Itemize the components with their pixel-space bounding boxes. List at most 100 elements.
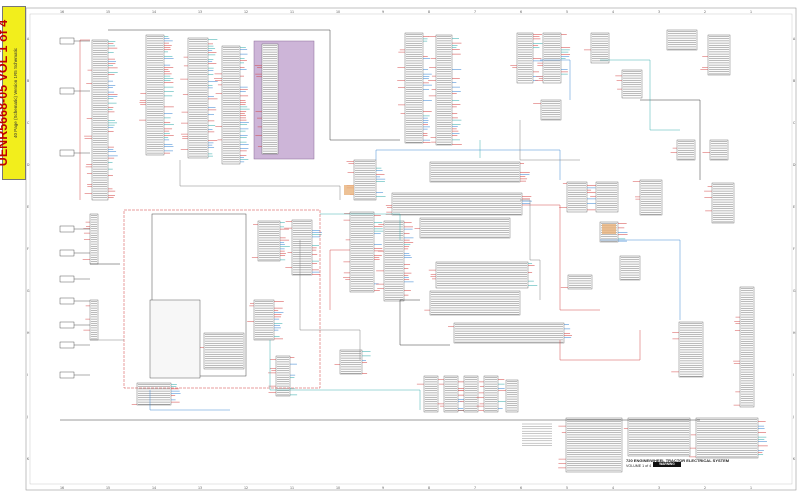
component-symbol	[59, 275, 75, 283]
zone-label-side: J	[26, 415, 28, 419]
connector-block	[221, 45, 241, 165]
zone-label-side: D	[27, 163, 30, 167]
zone-label-side: E	[793, 205, 795, 209]
wire-run	[540, 59, 571, 100]
connector-block	[429, 290, 521, 316]
wire-run	[329, 249, 350, 310]
warning-label: WARNING	[653, 462, 681, 467]
zone-label-top: 8	[428, 10, 430, 14]
zone-label-top: 1	[750, 10, 752, 14]
zone-label-side: A	[793, 37, 796, 41]
component-symbol	[59, 341, 75, 349]
connector-block	[435, 261, 529, 289]
zone-label-bottom: 14	[152, 486, 156, 490]
connector-block	[91, 39, 109, 201]
wire-run	[399, 299, 450, 346]
component-symbol	[59, 37, 75, 45]
zone-label-bottom: 6	[520, 486, 522, 490]
wire-run	[179, 160, 341, 200]
zone-label-bottom: 11	[290, 486, 294, 490]
zone-label-top: 15	[106, 10, 110, 14]
wire-run	[299, 240, 361, 360]
wire-run	[519, 120, 580, 161]
zone-label-bottom: 9	[382, 486, 384, 490]
connector-block	[516, 32, 534, 84]
zone-label-top: 12	[244, 10, 248, 14]
connector-block	[429, 161, 521, 183]
zone-label-side: C	[793, 121, 796, 125]
connector-block	[540, 99, 562, 121]
connector-block	[566, 181, 588, 213]
connector-block	[676, 139, 696, 161]
zone-label-top: 5	[566, 10, 568, 14]
zone-label-top: 16	[60, 10, 64, 14]
zone-label-bottom: 12	[244, 486, 248, 490]
connector-block	[483, 375, 499, 413]
inner-border	[29, 13, 793, 485]
zone-label-side: A	[27, 37, 30, 41]
zone-label-side: F	[27, 247, 29, 251]
connector-block	[443, 375, 459, 413]
zone-label-top: 4	[612, 10, 614, 14]
sheet-border	[25, 7, 797, 491]
connector-block	[567, 274, 593, 290]
zone-label-top: 2	[704, 10, 706, 14]
connector-block	[453, 322, 565, 344]
component-symbol	[59, 149, 75, 157]
connector-block	[261, 43, 279, 155]
connector-block	[145, 34, 165, 156]
wire-run	[640, 99, 701, 180]
wire-run	[79, 39, 90, 200]
connector-block	[666, 29, 698, 51]
zone-label-side: H	[27, 331, 30, 335]
zone-label-top: 9	[382, 10, 384, 14]
zone-label-side: I	[27, 373, 28, 377]
component-symbol	[59, 321, 75, 329]
wire-run	[108, 29, 400, 141]
highlight-patch	[344, 185, 354, 195]
wire-run	[269, 340, 421, 410]
zone-label-top: 3	[658, 10, 660, 14]
component-symbol	[59, 87, 75, 95]
connector-block	[423, 375, 439, 413]
component-symbol	[59, 225, 75, 233]
title-line-1: 720 ENGINE/WHEEL TRACTOR ELECTRICAL SYST…	[626, 458, 730, 463]
zone-label-bottom: 7	[474, 486, 476, 490]
zone-label-top: 7	[474, 10, 476, 14]
connector-block	[739, 286, 755, 408]
component-symbol	[59, 371, 75, 379]
connector-block	[419, 217, 511, 239]
component-symbol	[59, 297, 75, 305]
wire-run	[520, 199, 541, 300]
zone-label-side: K	[793, 457, 796, 461]
title-block: 720 ENGINE/WHEEL TRACTOR ELECTRICAL SYST…	[626, 458, 760, 468]
connector-block	[349, 211, 375, 293]
highlight-patch	[602, 224, 616, 234]
connector-block	[695, 417, 759, 459]
connector-block	[621, 69, 643, 99]
wire-run	[149, 390, 230, 411]
zone-label-bottom: 10	[336, 486, 340, 490]
zone-label-bottom: 2	[704, 486, 706, 490]
connector-block	[187, 37, 209, 159]
connector-block	[678, 321, 704, 378]
connector-block	[590, 32, 610, 64]
zone-label-bottom: 15	[106, 486, 110, 490]
zone-label-bottom: 13	[198, 486, 202, 490]
zone-label-side: D	[793, 163, 796, 167]
connector-block	[404, 32, 424, 144]
zone-label-side: E	[27, 205, 29, 209]
wire-run	[600, 239, 681, 320]
connector-block	[595, 181, 619, 213]
wire-run	[375, 149, 561, 180]
wire-run	[320, 213, 401, 240]
connector-block	[542, 32, 562, 84]
title-line-2: VOLUME 1 of 4	[626, 463, 652, 468]
zone-label-bottom: 5	[566, 486, 568, 490]
zone-label-bottom: 1	[750, 486, 752, 490]
document-id-tab: UENR5668-05 VOL 1 of 4 40 Page (Schemati…	[0, 6, 26, 180]
connector-block	[435, 34, 453, 146]
zone-label-top: 10	[336, 10, 340, 14]
